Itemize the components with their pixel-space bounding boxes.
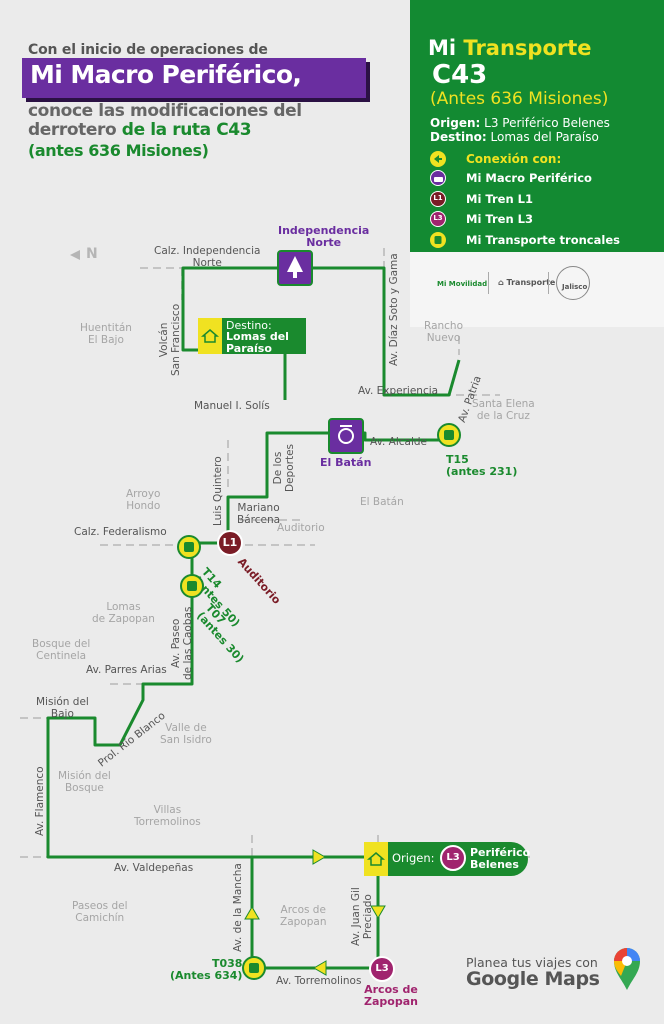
station-el-batan: El Batán — [320, 456, 372, 469]
logo-divider-2 — [548, 272, 549, 294]
logo-divider — [488, 272, 489, 294]
route-former: (Antes 636 Misiones) — [430, 89, 609, 109]
street-torremolinos: Av. Torremolinos — [276, 975, 362, 987]
direction-arrows — [244, 849, 386, 976]
l3-origin-badge: L3 — [440, 845, 466, 871]
connection-arrow-icon — [430, 151, 446, 167]
logo-transporte: ⌂ Transporte — [498, 278, 555, 287]
route-origin: Origen: L3 Periférico Belenes — [430, 116, 610, 130]
legend-l1: Mi Tren L1 — [466, 192, 533, 206]
el-batan-icon — [328, 418, 364, 454]
street-experiencia: Av. Experiencia — [358, 385, 439, 397]
t14-bus-icon — [177, 535, 201, 559]
logo-jalisco: Jalisco — [562, 283, 588, 291]
jalisco-seal-icon — [556, 266, 590, 300]
street-calz-federalismo: Calz. Federalismo — [74, 526, 167, 538]
station-t038: T038(Antes 634) — [170, 957, 243, 982]
tren-l1-badge: L1 — [430, 191, 446, 207]
origin-label: Origen: — [430, 116, 481, 130]
header-line5: (antes 636 Misiones) — [28, 141, 209, 160]
origin-home-icon — [364, 842, 388, 876]
header-line4: derrotero de la ruta C43 — [28, 120, 252, 140]
station-t15: T15(antes 231) — [446, 453, 518, 478]
origin-value: L3 Periférico Belenes — [480, 116, 610, 130]
transporte-icon: ⌂ — [498, 278, 507, 287]
destination-label: Destino: — [226, 319, 272, 332]
destination-home-icon — [198, 318, 222, 354]
independencia-norte-icon — [277, 250, 313, 286]
header-line4b: de la ruta C43 — [121, 120, 252, 140]
street-flamenco: Av. Flamenco — [34, 766, 46, 836]
origin-label: Origen: — [392, 851, 435, 865]
header-line1: Con el inicio de operaciones de — [28, 42, 268, 58]
route-destination: Destino: Lomas del Paraíso — [430, 130, 599, 144]
route-info-panel — [410, 0, 664, 252]
google-maps-pin-icon — [612, 946, 642, 992]
google-maps-title: Google Maps — [466, 968, 600, 990]
t07-bus-icon — [180, 574, 204, 598]
street-manuel-solis: Manuel I. Solís — [194, 400, 270, 412]
t15-bus-icon — [437, 423, 461, 447]
logo-transporte-text: Transporte — [506, 278, 556, 287]
legend-troncales: Mi Transporte troncales — [466, 233, 620, 247]
street-diaz-soto: Av. Díaz Soto y Gama — [388, 253, 400, 366]
l3-arcos-badge: L3 — [369, 956, 395, 982]
legend-l3: Mi Tren L3 — [466, 212, 533, 226]
street-valdepenas: Av. Valdepeñas — [114, 862, 194, 874]
panel-title: Mi Transporte — [428, 36, 592, 60]
l1-badge: L1 — [217, 530, 243, 556]
logos-strip — [410, 252, 664, 327]
dest-value: Lomas del Paraíso — [486, 130, 599, 144]
panel-title-a: Mi — [428, 36, 464, 60]
legend-macro: Mi Macro Periférico — [466, 171, 592, 185]
north-label: N — [86, 246, 98, 262]
panel-title-b: Transporte — [463, 36, 592, 60]
google-maps-tagline: Planea tus viajes con — [466, 955, 598, 970]
street-luis-quintero: Luis Quintero — [212, 456, 224, 526]
header-line3: conoce las modificaciones del — [28, 101, 302, 121]
area-auditorio: Auditorio — [277, 522, 325, 534]
t038-bus-icon — [242, 956, 266, 980]
logo-mi-movilidad: Mi Movilidad — [437, 280, 488, 288]
header-line4a: derrotero — [28, 120, 122, 140]
troncales-bus-icon — [430, 232, 446, 248]
tren-l3-badge: L3 — [430, 211, 446, 227]
header-band — [22, 58, 366, 98]
macro-periferico-icon — [430, 170, 446, 186]
area-el-batan: El Batán — [360, 496, 404, 508]
connection-title: Conexión con: — [466, 152, 562, 166]
dest-label: Destino: — [430, 130, 487, 144]
header-title: Mi Macro Periférico, — [30, 60, 302, 89]
north-arrow-icon — [70, 250, 80, 260]
street-alcalde: Av. Alcalde — [370, 436, 427, 448]
street-parres-arias: Av. Parres Arias — [86, 664, 167, 676]
route-code: C43 — [432, 60, 488, 90]
street-de-la-mancha: Av. de la Mancha — [232, 863, 244, 952]
